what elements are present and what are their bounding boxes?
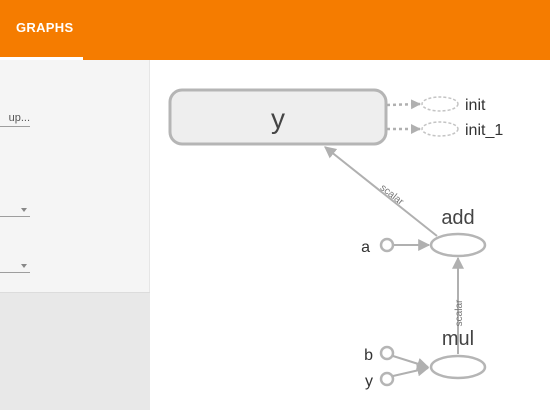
node-mul[interactable]: mul <box>429 328 487 380</box>
node-b[interactable]: b <box>364 345 395 364</box>
tab-graphs[interactable]: GRAPHS <box>16 20 74 35</box>
group-input[interactable]: up... <box>0 112 30 127</box>
node-y-input[interactable]: y <box>365 371 395 390</box>
node-y-input-label: y <box>365 373 373 390</box>
node-add[interactable]: add <box>429 207 487 258</box>
node-init_1[interactable]: init_1 <box>421 121 503 139</box>
node-a-label: a <box>361 239 370 256</box>
node-init[interactable]: init <box>421 96 486 114</box>
edge-y-mul <box>392 364 430 377</box>
graph-svg[interactable]: y init init_1 scalar add a <box>150 60 550 410</box>
node-a[interactable]: a <box>361 237 395 256</box>
chevron-down-icon <box>21 208 27 212</box>
edge-mul-add: scalar <box>452 256 465 354</box>
edge-y-init <box>386 99 421 110</box>
edge-label-scalar: scalar <box>454 299 465 326</box>
node-b-label: b <box>364 347 373 364</box>
edge-add-y: scalar <box>324 146 438 237</box>
node-y[interactable]: y <box>168 88 388 146</box>
sidebar-lower-panel <box>0 292 150 410</box>
tag-select[interactable] <box>0 260 30 273</box>
graph-canvas[interactable]: y init init_1 scalar add a <box>150 60 550 410</box>
node-y-label: y <box>271 103 285 134</box>
node-add-label: add <box>441 207 474 229</box>
node-mul-label: mul <box>442 328 474 350</box>
run-select[interactable] <box>0 204 30 217</box>
sidebar: up... <box>0 60 150 410</box>
active-tab-indicator <box>0 57 83 60</box>
edge-b-mul <box>392 355 430 370</box>
chevron-down-icon <box>21 264 27 268</box>
group-input-text: up... <box>8 112 30 124</box>
node-init_1-label: init_1 <box>465 122 503 139</box>
edge-label-scalar: scalar <box>378 182 406 208</box>
node-init-label: init <box>465 97 486 114</box>
top-bar: GRAPHS <box>0 0 550 60</box>
